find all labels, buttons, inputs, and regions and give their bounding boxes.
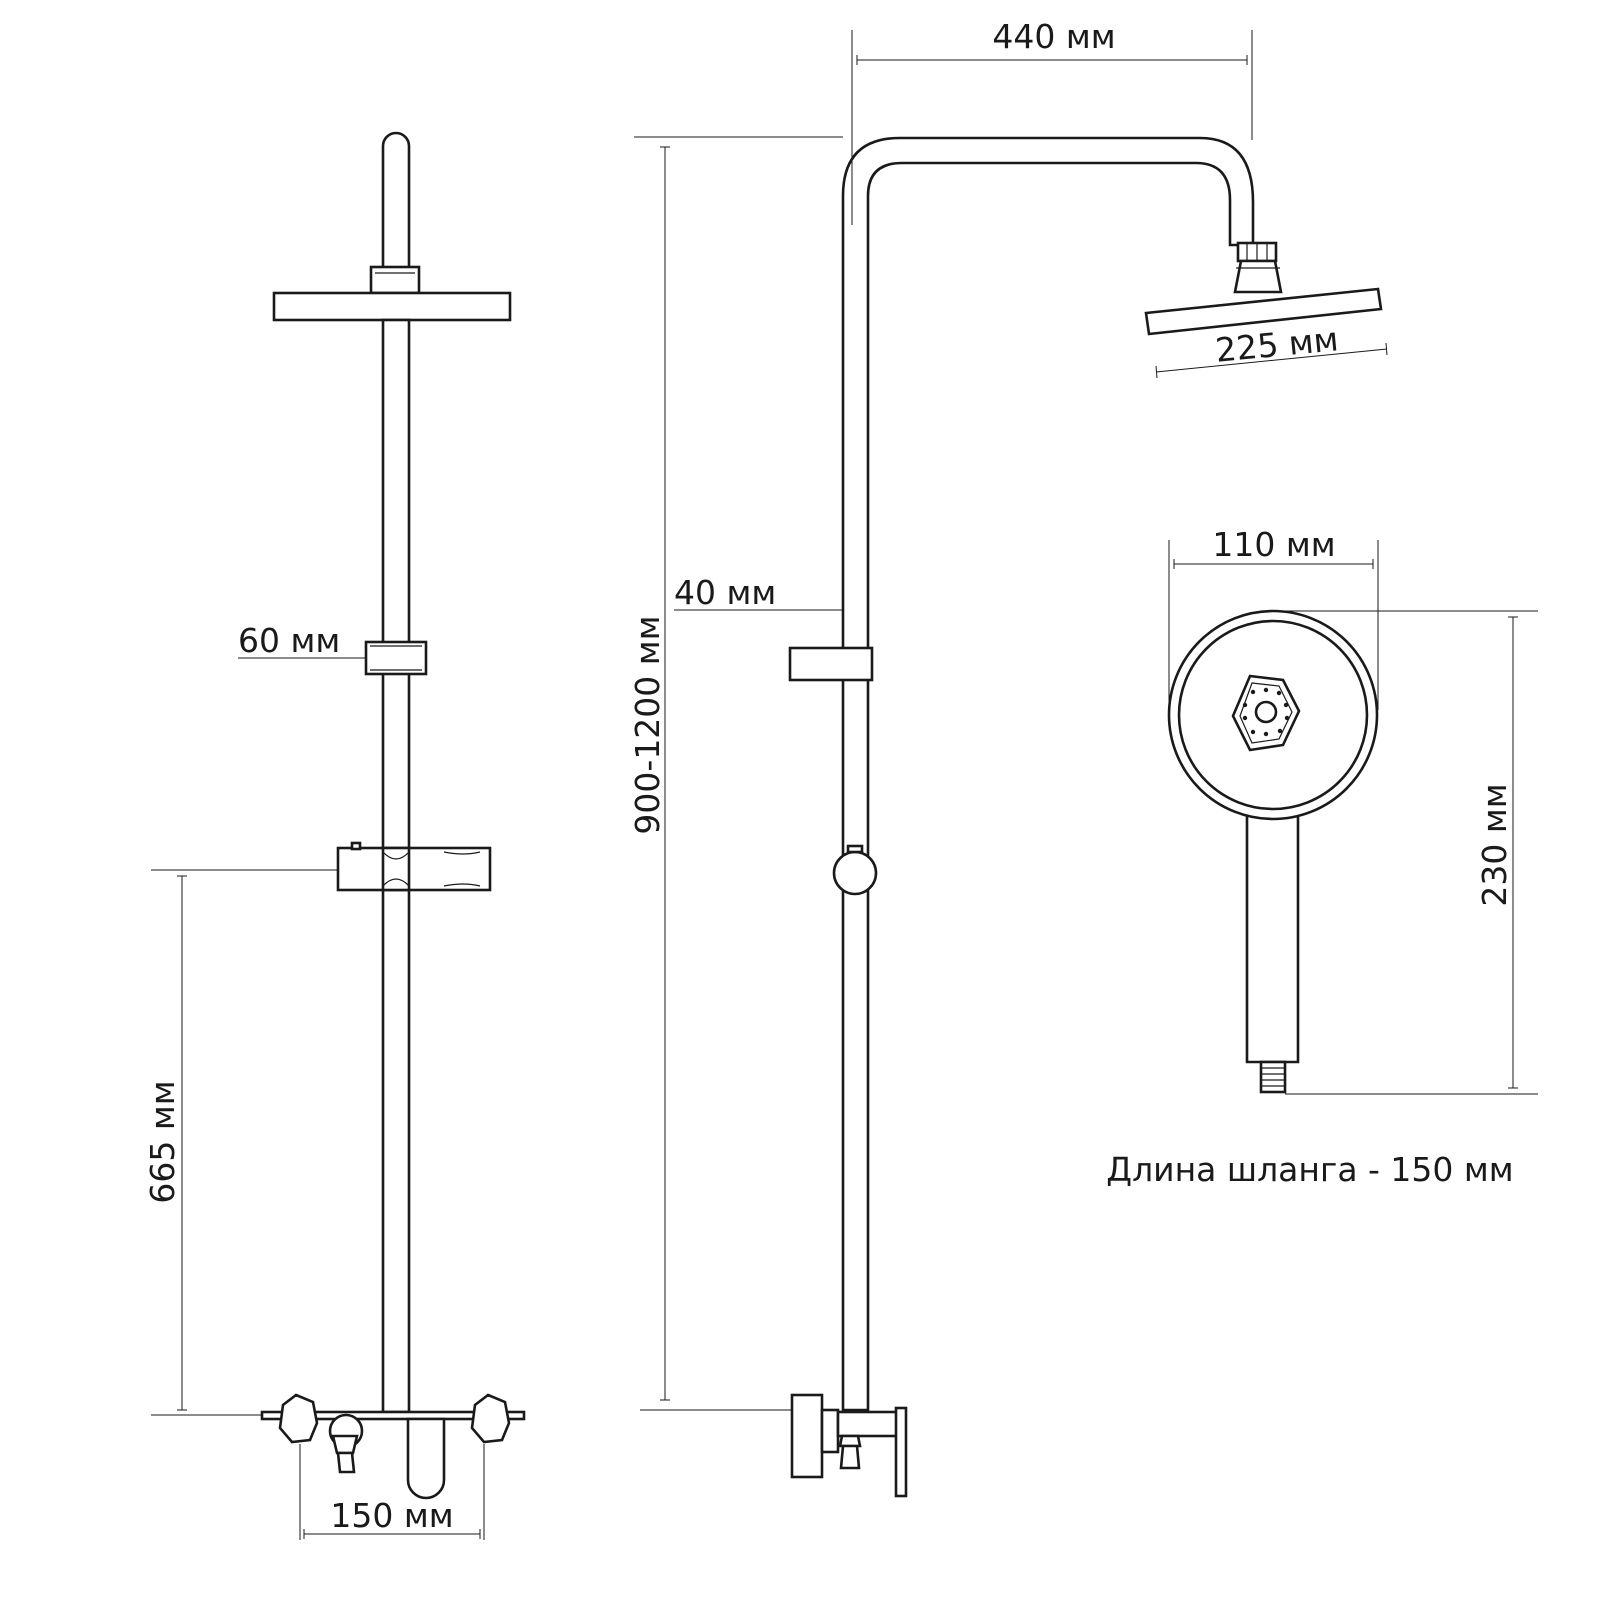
hand-shower-thread	[1259, 1060, 1287, 1094]
front-mixer-height-label: 665 мм	[143, 1080, 182, 1203]
hand-shower-handle	[1245, 813, 1300, 1064]
hand-shower-length-label: 230 мм	[1475, 783, 1514, 906]
front-top-pipe	[381, 131, 411, 270]
front-slide-holder	[364, 640, 428, 676]
side-spout-nut	[838, 1434, 862, 1448]
front-right-hex-nut	[470, 1393, 511, 1444]
front-mixer-handle	[331, 1434, 359, 1455]
side-spout	[839, 1444, 861, 1470]
front-diverter-pin	[350, 841, 362, 851]
front-holder-width-label: 60 мм	[238, 621, 340, 660]
side-head-width-label: 225 мм	[1214, 319, 1340, 370]
hand-shower-jets	[1242, 687, 1290, 737]
front-tap-spacing-label: 150 мм	[330, 1496, 453, 1535]
hose-length-note: Длина шланга - 150 мм	[1106, 1150, 1513, 1189]
side-wall-collar	[820, 1408, 840, 1454]
hand-shower-view: 110 мм 230 мм Длина шланга - 150 мм	[1106, 525, 1538, 1189]
side-mixer-lever	[894, 1406, 908, 1498]
front-head-connector	[369, 265, 421, 295]
hand-shower-center-jet	[1254, 700, 1278, 724]
side-ball-joint	[1233, 259, 1283, 294]
side-pipe-diameter-label: 40 мм	[674, 573, 776, 612]
front-view: 60 мм 665 мм 150 мм	[143, 131, 526, 1540]
front-spout-nozzle	[336, 1451, 356, 1474]
side-mixer-body	[836, 1410, 904, 1438]
side-wall-plate	[790, 1393, 824, 1479]
front-diverter-block	[336, 846, 492, 892]
front-bottom-outlet	[406, 1417, 446, 1500]
front-diverter-pipe	[381, 846, 411, 892]
side-overhead-arm	[841, 136, 1255, 1412]
side-shower-head	[1144, 287, 1383, 336]
side-view: 440 мм 225 мм 900-1200 мм 40 мм	[628, 17, 1388, 1498]
side-arm-reach-label: 440 мм	[992, 17, 1115, 56]
front-left-hex-nut	[278, 1393, 319, 1444]
side-diverter-knob	[832, 850, 878, 896]
front-shower-head	[272, 291, 512, 322]
hand-shower-width-label: 110 мм	[1212, 525, 1335, 564]
side-slide-holder	[788, 646, 874, 682]
side-diverter-pin	[846, 844, 864, 854]
side-column-height-label: 900-1200 мм	[628, 615, 667, 834]
